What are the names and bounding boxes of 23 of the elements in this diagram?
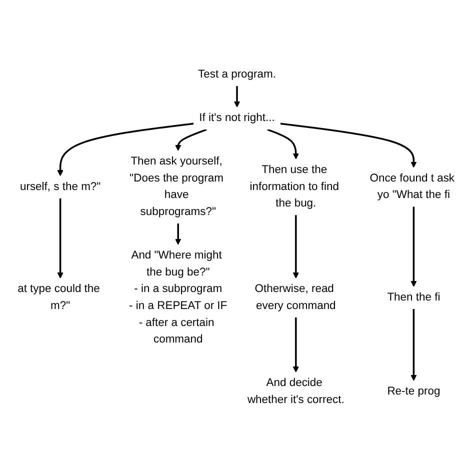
node-text: Then ask yourself, "Does the program have subprograms?" — [130, 154, 224, 218]
node-text: Then the fi — [387, 290, 440, 303]
arrow — [410, 206, 417, 286]
arrow — [292, 214, 299, 278]
node-text: Once found t ask yo "What the fi — [370, 172, 455, 201]
arrow — [267, 128, 299, 159]
node-text: at type could the m?" — [18, 282, 100, 312]
arrow — [280, 122, 417, 168]
node-text: And decide whether it's correct. — [247, 376, 344, 406]
arrow — [175, 128, 207, 150]
node-text: Re-te prog — [387, 384, 440, 397]
arrow — [57, 122, 194, 176]
node-text: urself, s the m?" — [20, 180, 101, 192]
arrow — [410, 308, 417, 380]
node-text: If it's not right... — [199, 111, 275, 124]
node-text: Test a program. — [198, 68, 276, 80]
arrow — [234, 86, 240, 107]
node-text: Otherwise, read every command — [254, 282, 336, 312]
arrow — [292, 316, 299, 372]
node-text: Then use the information to find the bug. — [250, 163, 339, 209]
arrow — [175, 222, 182, 244]
node-text: And "Where might the bug be?" - in a subprogram - in a REPEAT or IF - after a certain command — [129, 248, 228, 345]
arrow — [57, 198, 64, 278]
